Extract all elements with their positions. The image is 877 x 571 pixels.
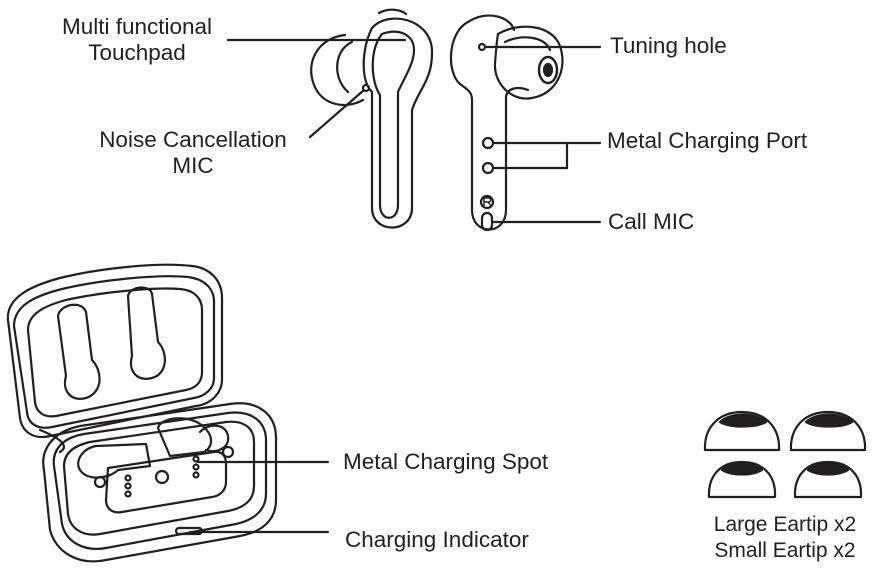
noise-mic-label: Noise Cancellation MIC [86, 127, 300, 179]
noise-mic-leader [308, 88, 366, 139]
noise-mic-label-line1: Noise Cancellation [99, 127, 287, 152]
charging-indicator-label: Charging Indicator [345, 527, 529, 552]
eartips-label-large: Large Eartip x2 [713, 513, 857, 536]
tuning-hole-label: Tuning hole [610, 33, 727, 58]
eartips-label: Large Eartip x2 Small Eartip x2 [700, 512, 870, 564]
call-mic-label: Call MIC [608, 209, 695, 234]
right-earbud [449, 14, 564, 232]
eartips-label-small: Small Eartip x2 [714, 539, 856, 562]
touchpad-label-line1: Multi functional [61, 14, 213, 39]
touchpad-label-line2: Touchpad [88, 40, 186, 65]
charging-port-label: Metal Charging Port [607, 128, 808, 153]
noise-mic-label-line2: MIC [172, 153, 214, 178]
eartips [703, 410, 867, 499]
charging-spot-label: Metal Charging Spot [343, 449, 549, 474]
charging-case [6, 263, 278, 563]
touchpad-label: Multi functional Touchpad [48, 14, 226, 66]
left-earbud [310, 8, 434, 229]
charging-port-leader [492, 141, 602, 170]
